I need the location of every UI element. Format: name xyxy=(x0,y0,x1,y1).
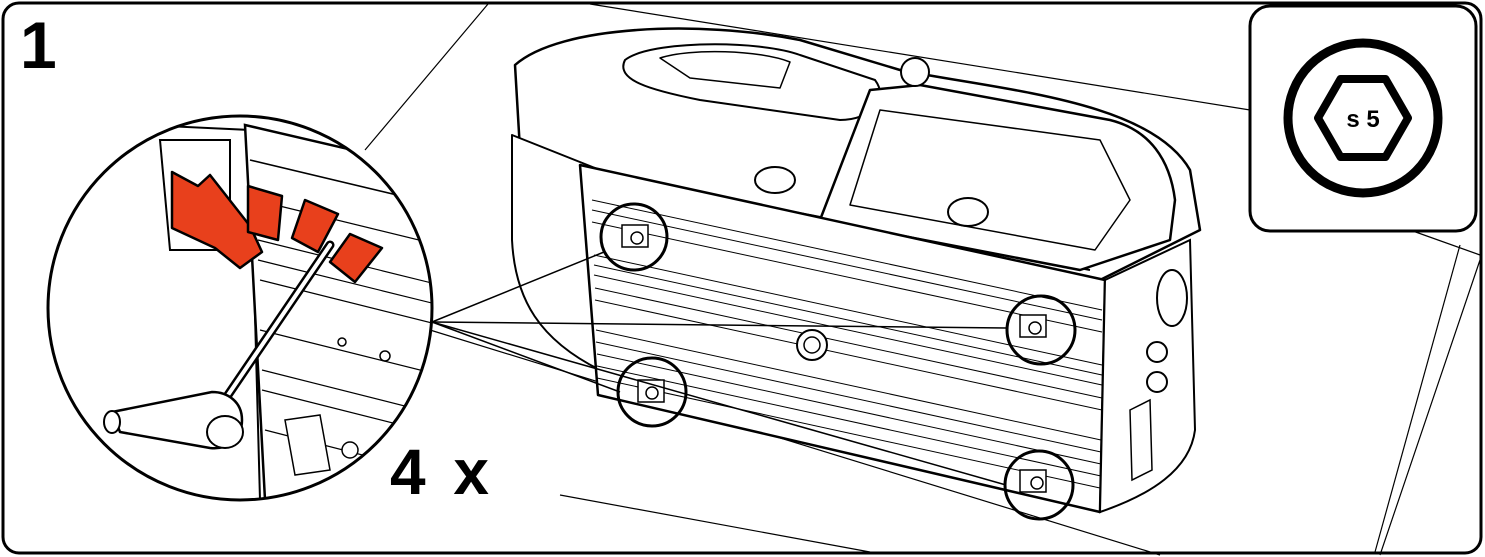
detail-magnifier-border xyxy=(46,114,434,502)
step-number: 1 xyxy=(20,8,57,82)
device-right-side xyxy=(1098,238,1197,514)
connector-nut-upper xyxy=(1146,341,1168,363)
side-bracket xyxy=(1129,398,1153,482)
knob-left xyxy=(754,166,796,194)
tool-outer-ring xyxy=(1283,38,1443,198)
top-cap xyxy=(900,57,930,87)
highlight-upper-left xyxy=(599,202,669,272)
arrow-segment-2 xyxy=(290,198,340,254)
screw-highlight-circles xyxy=(599,202,1077,521)
lid-inner xyxy=(849,109,1131,251)
knob-right xyxy=(947,197,989,227)
rotation-arrows-icon xyxy=(170,170,384,284)
center-port-inner xyxy=(803,336,821,354)
side-port xyxy=(1156,269,1188,327)
device-housing xyxy=(511,27,1202,514)
callout-lines xyxy=(431,251,1007,486)
hex-key-size-icon xyxy=(1314,75,1412,161)
arrow-segment-1 xyxy=(246,184,284,242)
connector-nut-lower xyxy=(1146,371,1168,393)
highlight-upper-right xyxy=(1005,294,1077,366)
screw-count-label: 4 x xyxy=(390,436,489,508)
tool-size-label: s 5 xyxy=(1346,106,1379,133)
arrow-head xyxy=(170,170,264,270)
tool-size-box: s 5 xyxy=(1248,4,1478,233)
lid-panel xyxy=(818,83,1177,272)
hex-key-tool xyxy=(103,240,335,450)
top-window-inner xyxy=(659,50,791,89)
arrow-segment-3 xyxy=(328,232,384,284)
